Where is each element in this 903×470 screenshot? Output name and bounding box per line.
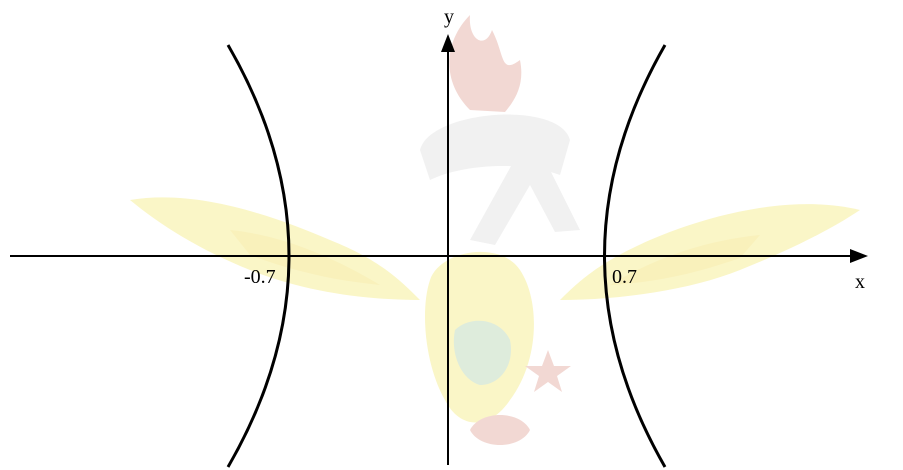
green-accent-shape (453, 320, 511, 385)
left-wing-feathers-shape (230, 230, 380, 285)
flame-shape (449, 15, 522, 112)
star-icon (525, 350, 571, 392)
crest-watermark-icon (130, 15, 860, 445)
hyperbola-left-branch (226, 44, 291, 468)
right-wing-shape (560, 204, 860, 300)
compass-shape (470, 150, 580, 245)
hyperbola-right-branch (603, 44, 667, 468)
left-wing-shape (130, 197, 420, 300)
y-axis-label: y (444, 6, 454, 28)
x-axis-arrowhead-icon (850, 249, 868, 263)
left-vertex-label: -0.7 (244, 266, 276, 288)
right-vertex-label: 0.7 (612, 266, 637, 288)
right-wing-feathers-shape (610, 235, 760, 285)
x-axis-label: x (855, 271, 865, 293)
crest-base-shape (470, 415, 530, 445)
y-axis-arrowhead-icon (441, 34, 455, 52)
